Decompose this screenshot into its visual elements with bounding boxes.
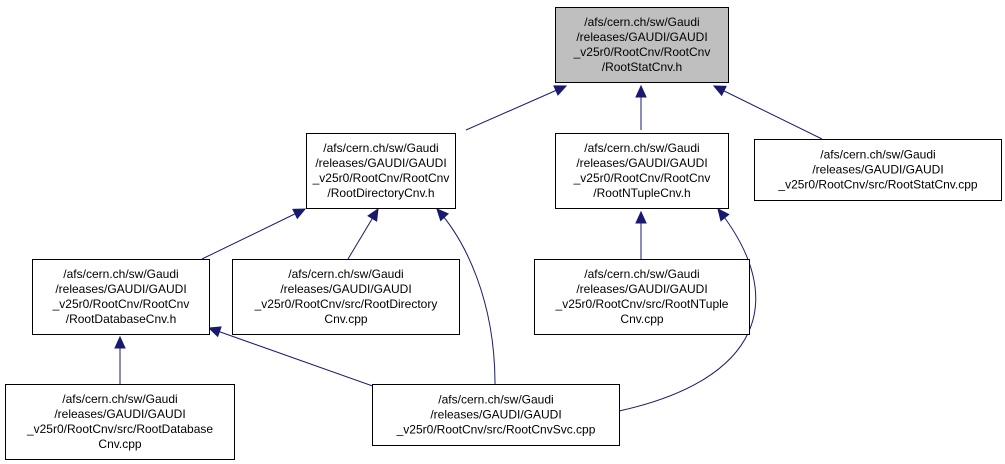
edge-line bbox=[436, 208, 496, 385]
node-box bbox=[754, 139, 1002, 201]
dependency-edge bbox=[207, 326, 399, 396]
graph-node[interactable]: /afs/cern.ch/sw/Gaudi/releases/GAUDI/GAU… bbox=[232, 259, 460, 335]
node-label-line: /releases/GAUDI/GAUDI bbox=[430, 408, 561, 422]
node-label-line: /releases/GAUDI/GAUDI bbox=[576, 156, 707, 170]
node-box bbox=[5, 384, 235, 460]
node-label-line: Cnv.cpp bbox=[98, 437, 141, 451]
node-box bbox=[555, 7, 729, 83]
dependency-edge bbox=[114, 335, 126, 384]
node-label-line: /RootDatabaseCnv.h bbox=[66, 312, 177, 326]
node-label-line: /RootNTupleCnv.h bbox=[593, 186, 690, 200]
node-label-line: /afs/cern.ch/sw/Gaudi bbox=[584, 267, 699, 281]
arrowhead-icon bbox=[717, 208, 730, 222]
node-label-line: /releases/GAUDI/GAUDI bbox=[315, 156, 446, 170]
arrowhead-icon bbox=[712, 85, 727, 97]
node-label-line: /afs/cern.ch/sw/Gaudi bbox=[584, 141, 699, 155]
graph-node[interactable]: /afs/cern.ch/sw/Gaudi/releases/GAUDI/GAU… bbox=[306, 133, 456, 209]
graph-node[interactable]: /afs/cern.ch/sw/Gaudi/releases/GAUDI/GAU… bbox=[754, 139, 1002, 201]
arrowhead-icon bbox=[635, 210, 647, 224]
node-label-line: /afs/cern.ch/sw/Gaudi bbox=[584, 15, 699, 29]
dependency-edge bbox=[635, 84, 647, 130]
node-label-line: /afs/cern.ch/sw/Gaudi bbox=[820, 148, 935, 162]
node-label-line: Cnv.cpp bbox=[324, 312, 367, 326]
graph-node[interactable]: /afs/cern.ch/sw/Gaudi/releases/GAUDI/GAU… bbox=[5, 384, 235, 460]
graph-node[interactable]: /afs/cern.ch/sw/Gaudi/releases/GAUDI/GAU… bbox=[555, 133, 729, 209]
node-label-line: _v25r0/RootCnv/src/RootNTuple bbox=[555, 297, 729, 311]
edge-line bbox=[465, 85, 567, 131]
graph-node[interactable]: /afs/cern.ch/sw/Gaudi/releases/GAUDI/GAU… bbox=[372, 384, 620, 446]
node-label-line: _v25r0/RootCnv/src/RootStatCnv.cpp bbox=[777, 178, 978, 192]
node-label-line: _v25r0/RootCnv/src/RootDatabase bbox=[26, 422, 213, 436]
node-label-line: Cnv.cpp bbox=[620, 312, 663, 326]
arrowhead-icon bbox=[207, 326, 222, 338]
node-label-line: /RootStatCnv.h bbox=[602, 60, 682, 74]
node-label-line: _v25r0/RootCnv/RootCnv bbox=[52, 297, 190, 311]
edge-line bbox=[208, 327, 399, 396]
dependency-edge bbox=[347, 207, 379, 260]
node-label-line: /afs/cern.ch/sw/Gaudi bbox=[323, 141, 438, 155]
node-label-line: /releases/GAUDI/GAUDI bbox=[576, 30, 707, 44]
node-box bbox=[306, 133, 456, 209]
node-box bbox=[555, 133, 729, 209]
node-label-line: _v25r0/RootCnv/RootCnv bbox=[573, 171, 711, 185]
node-label-line: /afs/cern.ch/sw/Gaudi bbox=[62, 392, 177, 406]
dependency-edge bbox=[635, 210, 647, 259]
nodes-layer: /afs/cern.ch/sw/Gaudi/releases/GAUDI/GAU… bbox=[5, 7, 1002, 460]
graph-node-current[interactable]: /afs/cern.ch/sw/Gaudi/releases/GAUDI/GAU… bbox=[555, 7, 729, 83]
edge-line bbox=[713, 85, 823, 140]
node-label-line: _v25r0/RootCnv/src/RootCnvSvc.cpp bbox=[396, 423, 596, 437]
graph-node[interactable]: /afs/cern.ch/sw/Gaudi/releases/GAUDI/GAU… bbox=[32, 259, 210, 335]
node-box bbox=[534, 259, 750, 335]
arrowhead-icon bbox=[635, 84, 647, 98]
arrowhead-icon bbox=[436, 208, 449, 222]
dependency-edge bbox=[436, 208, 496, 385]
node-label-line: /afs/cern.ch/sw/Gaudi bbox=[63, 267, 178, 281]
arrowhead-icon bbox=[367, 207, 379, 222]
node-box bbox=[232, 259, 460, 335]
node-label-line: /afs/cern.ch/sw/Gaudi bbox=[288, 267, 403, 281]
arrowhead-icon bbox=[553, 85, 568, 96]
node-label-line: _v25r0/RootCnv/RootCnv bbox=[312, 171, 450, 185]
node-label-line: /releases/GAUDI/GAUDI bbox=[576, 282, 707, 296]
dependency-edge bbox=[201, 208, 307, 260]
dependency-edge bbox=[465, 85, 568, 131]
arrowhead-icon bbox=[292, 208, 307, 220]
node-label-line: /releases/GAUDI/GAUDI bbox=[54, 407, 185, 421]
node-label-line: /releases/GAUDI/GAUDI bbox=[280, 282, 411, 296]
node-box bbox=[32, 259, 210, 335]
node-label-line: /releases/GAUDI/GAUDI bbox=[55, 282, 186, 296]
arrowhead-icon bbox=[114, 335, 126, 349]
node-label-line: /releases/GAUDI/GAUDI bbox=[812, 163, 943, 177]
node-box bbox=[372, 384, 620, 446]
dependency-edge bbox=[712, 85, 823, 140]
edge-line bbox=[201, 208, 306, 260]
node-label-line: _v25r0/RootCnv/RootCnv bbox=[573, 45, 711, 59]
node-label-line: /afs/cern.ch/sw/Gaudi bbox=[438, 393, 553, 407]
node-label-line: _v25r0/RootCnv/src/RootDirectory bbox=[254, 297, 438, 311]
graph-node[interactable]: /afs/cern.ch/sw/Gaudi/releases/GAUDI/GAU… bbox=[534, 259, 750, 335]
node-label-line: /RootDirectoryCnv.h bbox=[327, 186, 434, 200]
